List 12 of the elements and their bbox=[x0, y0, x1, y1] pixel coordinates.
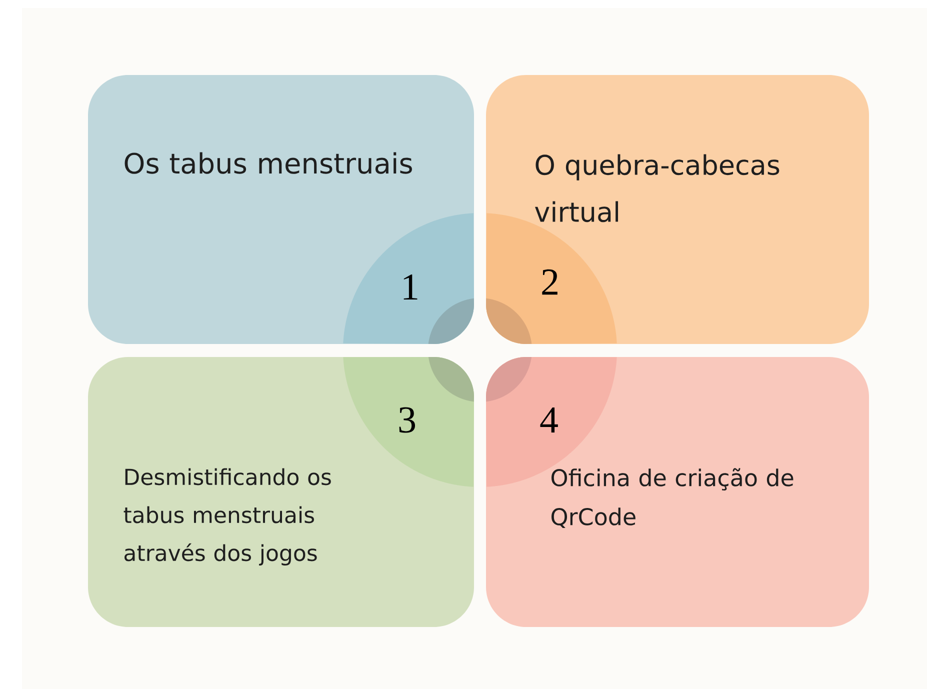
rounded-box bbox=[88, 357, 474, 627]
rounded-box bbox=[486, 75, 869, 344]
box-title: Oficina de criação de QrCode bbox=[552, 468, 794, 528]
box-title: O quebra-cabecas virtual bbox=[535, 154, 780, 222]
box-title: Os tabus menstruais bbox=[124, 152, 412, 174]
rounded-box bbox=[88, 75, 474, 344]
step-number: 2 bbox=[542, 269, 558, 295]
step-number: 4 bbox=[540, 408, 558, 432]
step-number: 1 bbox=[404, 274, 418, 300]
rounded-box bbox=[486, 357, 869, 627]
step-number: 3 bbox=[399, 407, 416, 433]
box-title: Desmistificando os tabus menstruais através dos jogos bbox=[124, 468, 331, 566]
